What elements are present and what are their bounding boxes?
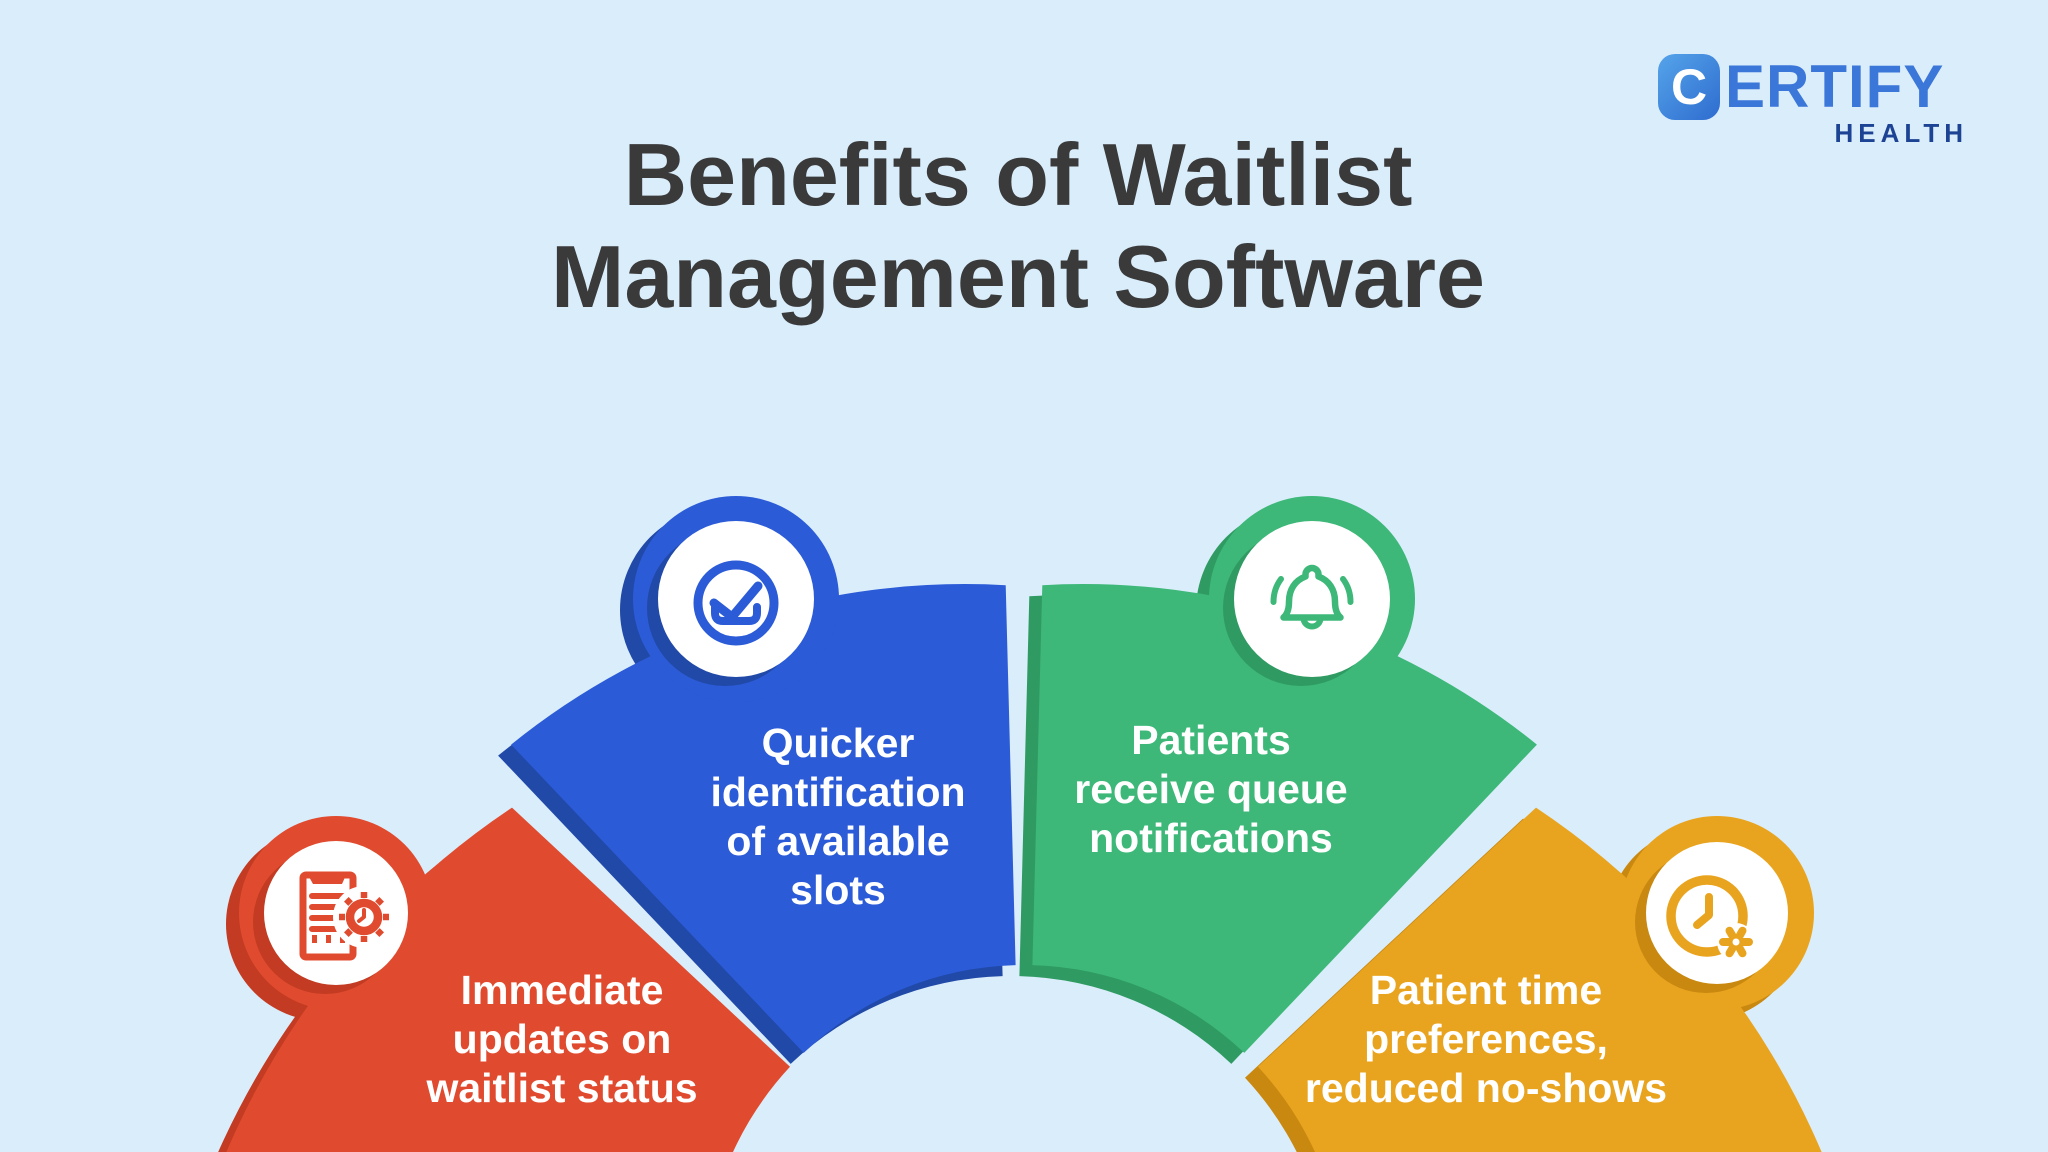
label-queue-notifications: Patients receive queue notifications [1074,717,1348,861]
clock-gear-icon [1666,875,1755,961]
bell-notification-icon [1270,564,1354,630]
certify-health-logo: C ERTIFY HEALTH [1658,54,1968,149]
segment-immediate-updates [226,807,790,1152]
logo-c-mark: C [1658,54,1720,120]
badge-inner-blue [658,521,814,677]
page-title: Benefits of Waitlist Management Software [551,125,1485,326]
badge-inner-green [1234,521,1390,677]
check-inbox-icon [693,560,779,646]
logo-subtitle: HEALTH [1834,118,1968,148]
segment-time-preferences [1258,807,1822,1152]
label-time-preferences: Patient time preferences, reduced no-sho… [1304,967,1668,1111]
segment-queue-notifications [1032,584,1537,1053]
label-immediate-updates: Immediate updates on waitlist status [426,967,698,1111]
logo-wordmark: ERTIFY [1725,53,1945,120]
segment-quicker-identification [511,584,1016,1053]
document-clock-icon [299,871,395,961]
label-quicker-identification: Quicker identification of available slot… [710,720,966,913]
